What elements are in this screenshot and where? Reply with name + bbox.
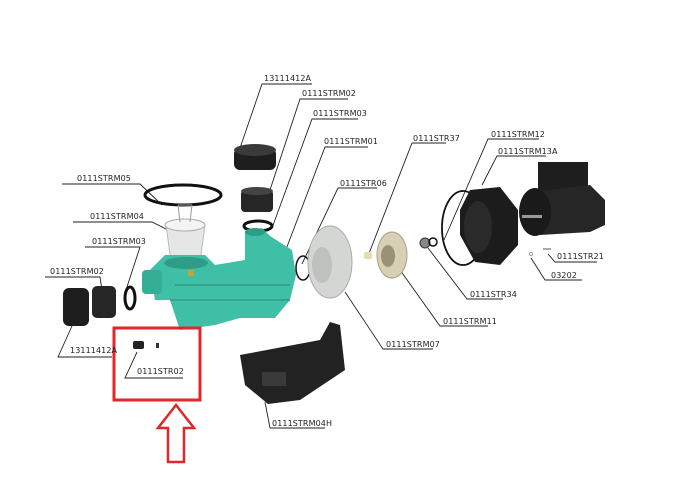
nut-left-part xyxy=(63,288,89,326)
label-washer: 03202 xyxy=(551,271,577,280)
label-nut-top: 13111412A xyxy=(264,74,312,83)
label-base: 0111STRM04H xyxy=(272,419,333,428)
lid-oring-part xyxy=(143,183,223,207)
label-pump-body: 0111STRM01 xyxy=(324,137,378,146)
label-union-left: 0111STRM02 xyxy=(50,267,104,276)
label-flange-oring: 0111STRM12 xyxy=(491,130,545,139)
pump-body-part xyxy=(142,228,296,330)
label-oring-top: 0111STRM03 xyxy=(313,109,367,118)
motor-flange-part xyxy=(460,187,518,265)
label-screw: 0111STR21 xyxy=(557,252,604,261)
label-seal: 0111STR34 xyxy=(470,290,517,299)
impeller-part xyxy=(376,231,408,279)
label-impeller-key: 0111STR37 xyxy=(413,134,460,143)
up-arrow-icon xyxy=(155,402,197,464)
union-top-part xyxy=(241,187,273,212)
label-nut-left: 13111412A xyxy=(70,346,118,355)
label-basket: 0111STRM04 xyxy=(90,212,144,221)
diffuser-part xyxy=(307,225,353,299)
label-diffuser-oring: 0111STR06 xyxy=(340,179,387,188)
label-drain-plug: 0111STR02 xyxy=(137,367,184,376)
leader-lines xyxy=(45,83,597,429)
impeller-key-part xyxy=(364,252,372,259)
label-lid-oring: 0111STRM05 xyxy=(77,174,131,183)
label-diffuser: 0111STRM07 xyxy=(386,340,440,349)
base-part xyxy=(240,322,345,404)
nut-top-part xyxy=(234,144,276,170)
label-oring-left: 0111STRM03 xyxy=(92,237,146,246)
screw-brass-part xyxy=(188,270,194,276)
washer-part xyxy=(528,251,534,257)
label-union-top: 0111STRM02 xyxy=(302,89,356,98)
drain-plug-part xyxy=(133,341,159,349)
union-left-part xyxy=(92,286,116,318)
screw-part xyxy=(543,248,551,250)
motor-part xyxy=(519,162,605,236)
label-impeller: 0111STRM11 xyxy=(443,317,497,326)
seal-part xyxy=(419,237,438,249)
label-motor-flange: 0111STRM13A xyxy=(498,147,558,156)
oring-left-part xyxy=(123,285,137,311)
highlight-box xyxy=(112,326,202,402)
basket-part xyxy=(164,204,206,263)
